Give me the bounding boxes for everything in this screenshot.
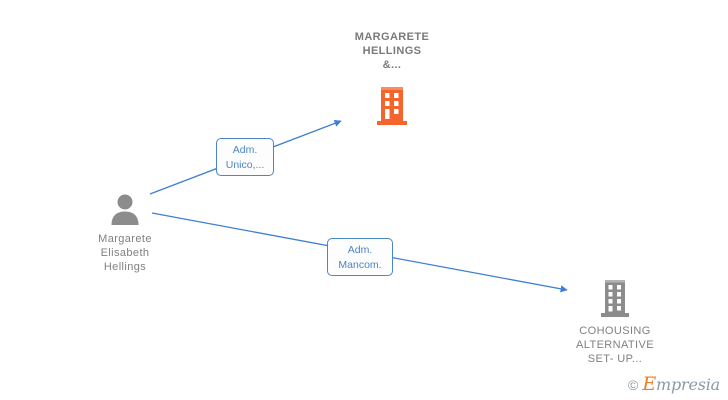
edge-label-adm-mancom[interactable]: Adm. Mancom. <box>327 238 393 276</box>
copyright-icon: © <box>628 376 639 393</box>
person-icon <box>111 194 139 225</box>
node-person-label: Margarete Elisabeth Hellings <box>98 233 152 273</box>
person-icon-wrap <box>60 192 190 228</box>
building-icon <box>377 87 407 125</box>
node-person[interactable]: Margarete Elisabeth Hellings <box>60 192 190 274</box>
node-company[interactable]: COHOUSING ALTERNATIVE SET- UP... <box>545 278 685 366</box>
edge-label-adm-unico[interactable]: Adm. Unico,... <box>216 138 274 176</box>
node-title-company[interactable]: MARGARETE HELLINGS &... <box>302 30 482 130</box>
node-company-label: COHOUSING ALTERNATIVE SET- UP... <box>576 325 654 365</box>
building-icon-wrap <box>545 278 685 320</box>
watermark: © Empresia <box>628 375 720 394</box>
brand-initial: E <box>642 373 656 395</box>
brand-rest: mpresia <box>656 375 720 394</box>
building-icon-wrap <box>302 84 482 130</box>
node-title-company-label: MARGARETE HELLINGS &... <box>354 31 430 71</box>
brand-wordmark: Empresia <box>642 375 720 394</box>
building-icon <box>601 280 629 317</box>
